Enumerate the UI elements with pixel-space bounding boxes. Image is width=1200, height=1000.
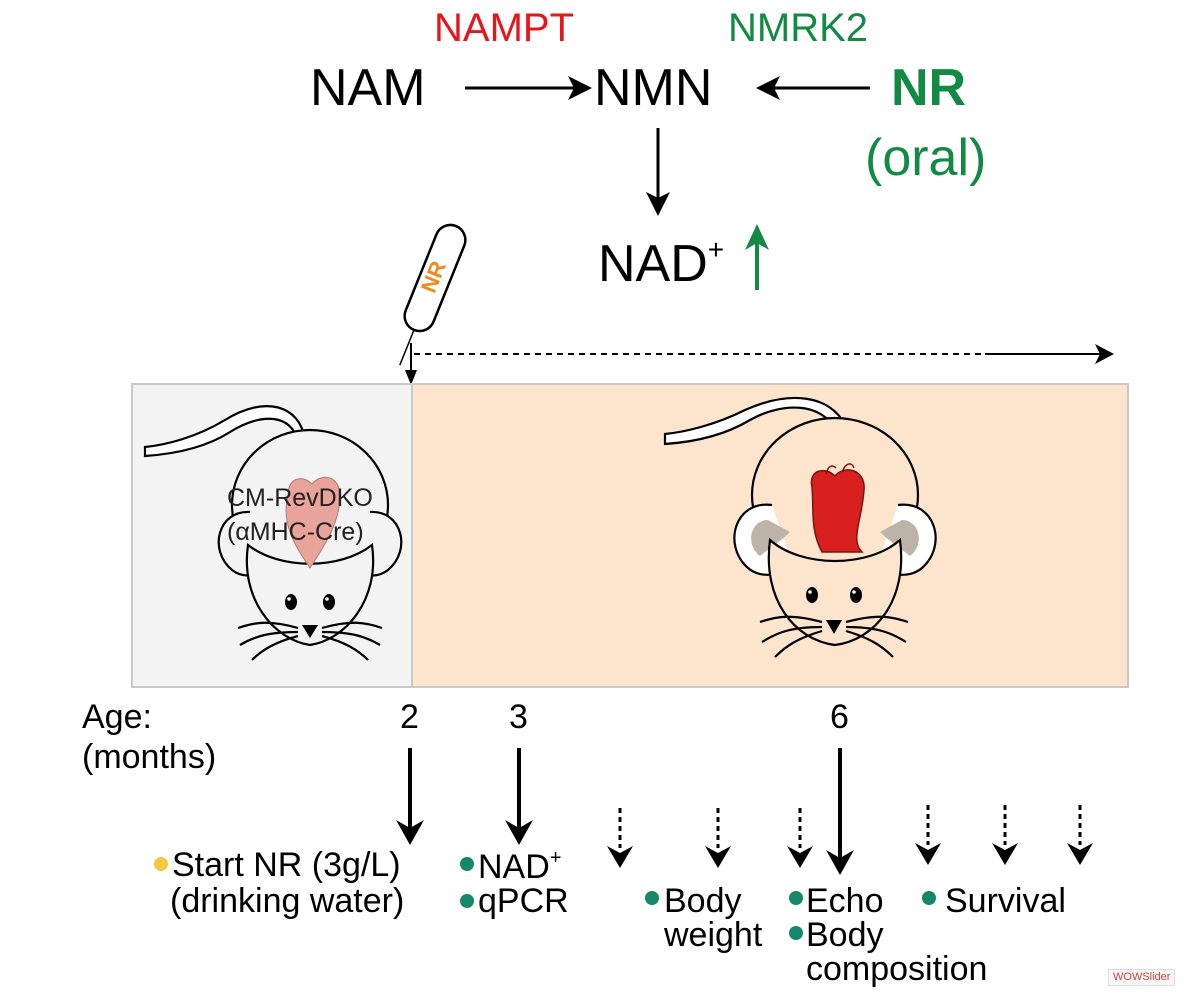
event-body-weight-1: Body [664,882,742,920]
age-label: Age: [82,698,152,736]
nad-text: NAD [598,235,708,293]
mouse-genotype-line2: (αMHC-Cre) [227,518,364,546]
age-tick-6: 6 [830,698,849,736]
start-nr-line1: Start NR (3g/L) [172,846,401,884]
dashed-arrow-heads [607,843,1093,868]
arrow-month-3 [505,748,533,845]
age-unit-label: (months) [82,738,217,776]
arrow-nmn-to-nad [646,128,670,216]
treated-mouse-icon [663,396,937,658]
age-tick-2: 2 [400,698,419,736]
nmn-label: NMN [594,59,713,117]
teal-bullet-icon [922,891,936,905]
mouse-genotype-line1: CM-RevDKO [227,484,373,512]
nad-superscript: + [707,234,725,265]
oral-label: (oral) [865,129,987,187]
arrow-month-2 [396,748,424,845]
teal-bullet-icon [789,891,803,905]
teal-bullet-icon [789,926,803,940]
event-body-comp-2: composition [806,950,988,988]
event-nad-superscript: + [549,847,562,869]
teal-bullet-icon [645,891,659,905]
arrow-nam-to-nmn [465,76,592,100]
nad-label: NAD+ [598,234,725,293]
event-survival: Survival [945,882,1066,920]
start-arrow [405,343,417,385]
start-nr-line2: (drinking water) [170,882,405,920]
treatment-timeline-arrow [414,344,1114,364]
nam-label: NAM [310,59,426,117]
event-qpcr: qPCR [478,882,569,920]
teal-bullet-icon [460,857,474,871]
event-nad-text: NAD [478,848,550,886]
event-nad: NAD+ [478,848,561,884]
nr-label: NR [891,59,967,117]
knockout-mouse-icon [143,405,403,661]
arrow-nr-to-nmn [756,76,870,100]
watermark: WOWSlider [1108,969,1176,986]
age-tick-3: 3 [509,698,528,736]
nr-tube-icon [399,223,467,366]
yellow-bullet-icon [154,857,168,871]
event-body-weight-2: weight [664,916,763,954]
green-up-arrow-icon [745,224,769,290]
arrow-month-6 [826,748,854,875]
nampt-label: NAMPT [434,6,574,50]
teal-bullet-icon [460,894,474,908]
nmrk2-label: NMRK2 [728,6,869,50]
event-body-comp-1: Body [806,916,884,954]
event-echo: Echo [806,882,884,920]
dashed-arrows [618,805,1082,848]
